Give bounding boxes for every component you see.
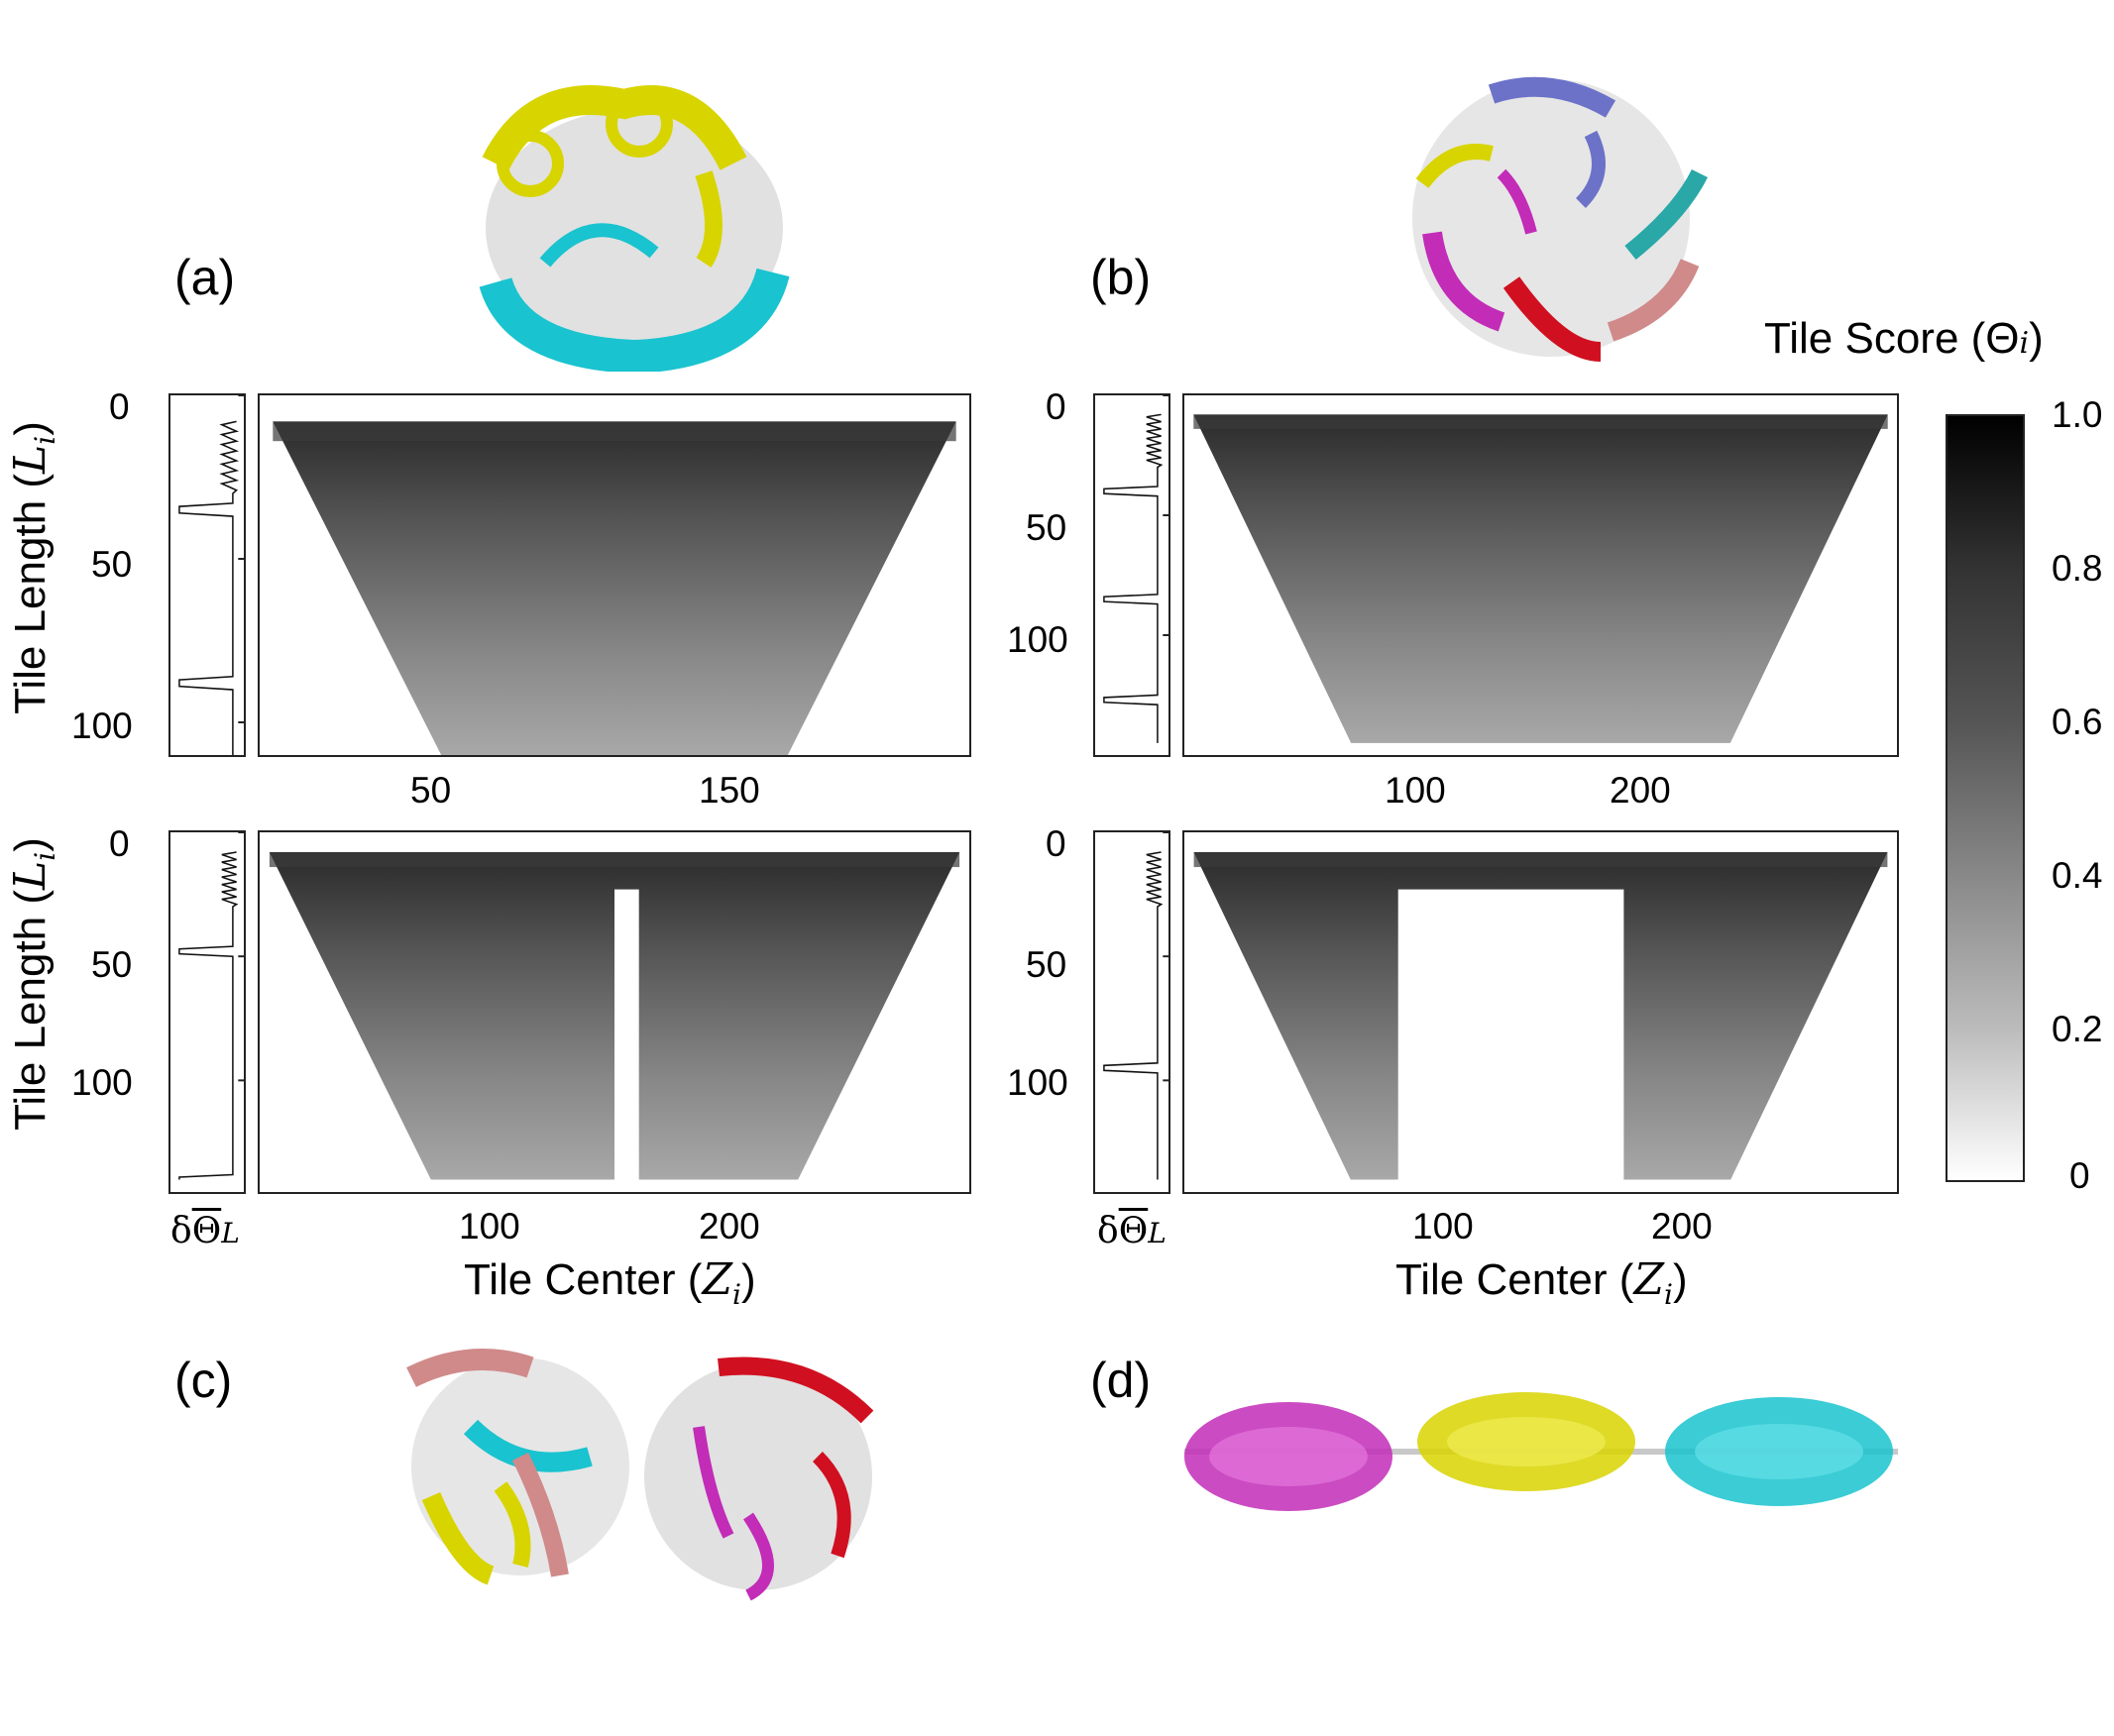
profile-plot-c — [168, 830, 246, 1194]
panel-letter-c: (c) — [174, 1353, 233, 1408]
profile-line-c — [178, 832, 244, 1180]
protein-structure-b — [1412, 76, 1709, 362]
heatmap-region — [273, 421, 956, 755]
profile-plot-d — [1093, 830, 1170, 1194]
xlabel-right: Tile Center (Zi) — [1395, 1254, 1688, 1311]
x-tick-d-200: 200 — [1651, 1206, 1713, 1247]
x-tick-a-150: 150 — [699, 770, 760, 811]
heatmap-b — [1182, 393, 1899, 757]
profile-line — [178, 851, 239, 1180]
y-tick-b-50: 50 — [1026, 507, 1067, 548]
y-tick-b-100: 100 — [1007, 619, 1068, 660]
ylabel-top: Tile Length (Li) — [5, 421, 61, 714]
side-label-right: δΘL — [1097, 1211, 1167, 1251]
heatmap-plot-a — [273, 421, 956, 755]
profile-plot-a — [168, 393, 246, 757]
x-tick-b-200: 200 — [1610, 770, 1671, 811]
profile-line-b — [1103, 395, 1168, 743]
heatmap-short-tile-band — [1193, 852, 1888, 868]
x-tick-c-200: 200 — [699, 1206, 760, 1247]
heatmap-c — [258, 830, 971, 1194]
profile-line — [178, 420, 240, 755]
heatmap-region — [1193, 414, 1888, 743]
heatmap-plot-d — [1193, 852, 1888, 1192]
colorbar — [1946, 414, 2025, 1182]
y-tick-c-100: 100 — [71, 1062, 133, 1103]
x-tick-d-100: 100 — [1412, 1206, 1474, 1247]
panel-letter-b: (b) — [1090, 250, 1152, 305]
panel-letter-d: (d) — [1090, 1353, 1152, 1408]
panel-letter-a: (a) — [174, 250, 236, 305]
protein-structure-a — [479, 85, 790, 372]
x-tick-c-100: 100 — [459, 1206, 520, 1247]
x-tick-a-50: 50 — [410, 770, 452, 811]
xlabel-left: Tile Center (Zi) — [464, 1254, 756, 1311]
y-tick-d-50: 50 — [1026, 944, 1067, 985]
colorbar-tick-1: 1.0 — [2052, 394, 2103, 435]
side-label-left: δΘL — [170, 1211, 240, 1251]
y-tick-c-0: 0 — [109, 823, 130, 864]
y-tick-a-100: 100 — [71, 705, 133, 746]
profile-line-a — [178, 395, 244, 755]
y-tick-c-50: 50 — [91, 944, 133, 985]
heatmap-short-tile-band — [269, 852, 960, 868]
colorbar-tick-0: 0 — [2069, 1155, 2090, 1196]
protein-structure-c — [406, 1349, 874, 1601]
y-tick-d-100: 100 — [1007, 1062, 1068, 1103]
heatmap-a — [258, 393, 971, 757]
y-tick-a-50: 50 — [91, 544, 133, 585]
heatmap-d — [1182, 830, 1899, 1194]
colorbar-tick-06: 0.6 — [2052, 702, 2103, 742]
heatmap-gap — [614, 889, 639, 1192]
colorbar-title: Tile Score (Θi) — [1764, 314, 2044, 363]
colorbar-tick-04: 0.4 — [2052, 855, 2103, 896]
heatmap-short-tile-band — [1193, 414, 1888, 429]
profile-line-d — [1103, 832, 1168, 1180]
heatmap-plot-b — [1193, 414, 1888, 743]
colorbar-tick-02: 0.2 — [2052, 1009, 2103, 1049]
heatmap-gap — [1397, 889, 1624, 1192]
colorbar-tick-08: 0.8 — [2052, 548, 2103, 589]
ylabel-bottom: Tile Length (Li) — [5, 837, 61, 1131]
heatmap-plot-c — [269, 852, 960, 1192]
profile-line — [1103, 413, 1164, 743]
y-tick-a-0: 0 — [109, 386, 130, 427]
profile-line — [1103, 851, 1164, 1180]
protein-structure-d — [1184, 1392, 1898, 1511]
profile-plot-b — [1093, 393, 1170, 757]
y-tick-b-0: 0 — [1046, 386, 1066, 427]
x-tick-b-100: 100 — [1385, 770, 1446, 811]
heatmap-short-tile-band — [273, 421, 956, 442]
y-tick-d-0: 0 — [1046, 823, 1066, 864]
